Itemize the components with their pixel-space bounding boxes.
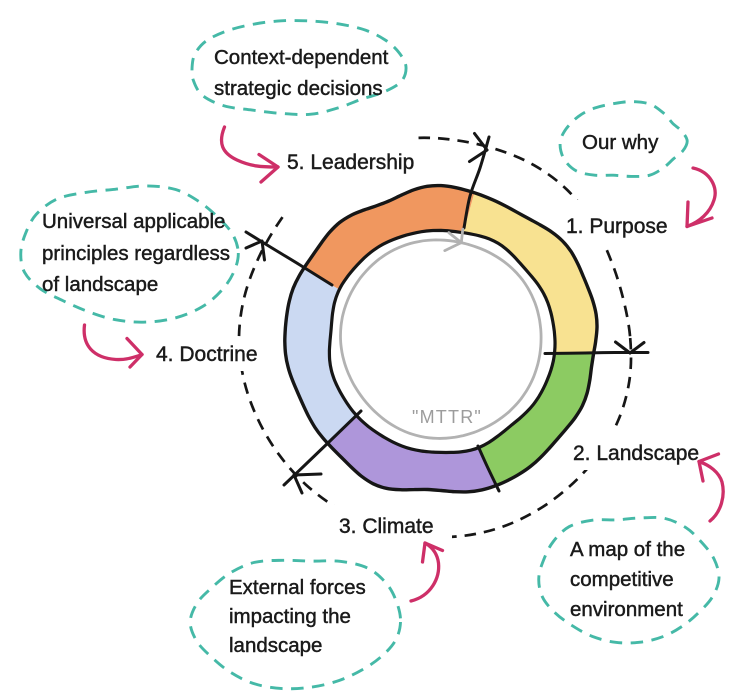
svg-text:5. Leadership: 5. Leadership <box>287 151 414 174</box>
svg-text:environment: environment <box>570 598 683 621</box>
svg-text:"MTTR": "MTTR" <box>412 407 482 427</box>
svg-text:impacting the: impacting the <box>229 605 351 628</box>
svg-text:4. Doctrine: 4. Doctrine <box>156 343 258 366</box>
svg-text:Universal applicable: Universal applicable <box>42 210 225 233</box>
svg-text:3. Climate: 3. Climate <box>339 515 434 538</box>
svg-text:of landscape: of landscape <box>42 273 158 296</box>
svg-text:A map of the: A map of the <box>570 538 685 561</box>
svg-text:strategic decisions: strategic decisions <box>214 77 383 100</box>
svg-text:principles regardless: principles regardless <box>42 242 230 265</box>
svg-text:External forces: External forces <box>229 576 366 599</box>
svg-text:competitive: competitive <box>570 568 674 591</box>
svg-text:Context-dependent: Context-dependent <box>214 46 389 69</box>
svg-text:landscape: landscape <box>229 634 322 657</box>
svg-text:2. Landscape: 2. Landscape <box>573 442 699 465</box>
svg-text:1. Purpose: 1. Purpose <box>566 215 668 238</box>
svg-text:Our why: Our why <box>582 131 659 154</box>
